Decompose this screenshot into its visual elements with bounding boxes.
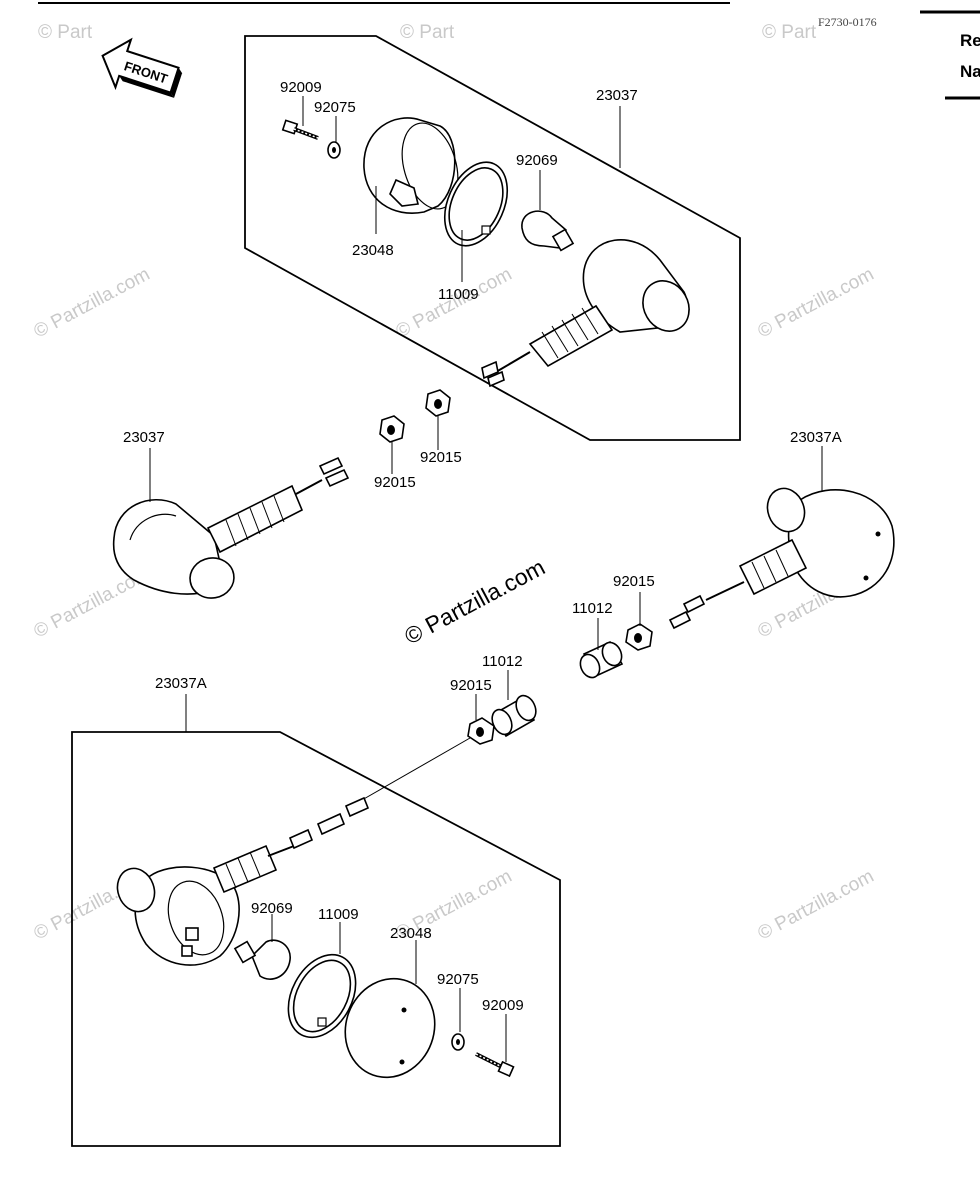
label-bottom-92009: 92009 (482, 997, 524, 1014)
top-washer-hole (332, 147, 336, 153)
mid-nut-92015-b (379, 415, 405, 443)
diagram-code: F2730-0176 (818, 15, 877, 29)
bottom-gasket-11009 (287, 953, 357, 1039)
center-nut-92015 (467, 717, 495, 745)
bottom-screw-92009 (475, 1052, 515, 1078)
label-center-92015: 92015 (450, 677, 492, 694)
bottom-bulb-92069 (233, 939, 291, 980)
bottom-housing-23037A (116, 796, 370, 966)
label-bottom-92075: 92075 (437, 971, 479, 988)
top-assembly-frame (244, 35, 741, 441)
right-nut-92015 (625, 623, 653, 651)
watermark-right-1: © Partzilla.com (754, 264, 877, 343)
top-leaders (302, 96, 621, 282)
right-signal-23037A (668, 487, 895, 630)
right-part-leaders (597, 592, 641, 650)
watermark-top-left: © Part (38, 22, 93, 43)
top-bulb-92069 (521, 210, 575, 252)
watermark-top-right: © Part (762, 22, 817, 43)
label-top-92075: 92075 (314, 99, 356, 116)
label-bottom-23037A: 23037A (155, 675, 207, 692)
watermark-left-1: © Partzilla.com (30, 264, 153, 343)
top-housing-23037 (481, 239, 690, 388)
bottom-lens-23048 (344, 977, 436, 1079)
top-screw-92009 (281, 119, 319, 140)
side-panel-line1: Re (960, 31, 980, 50)
header-rules (38, 2, 980, 100)
mid-nut-92015-a (425, 389, 451, 417)
label-top-92009: 92009 (280, 79, 322, 96)
watermark-right-3: © Partzilla.com (754, 866, 877, 945)
label-mid-92015-b: 92015 (374, 474, 416, 491)
watermark-top-center: © Part (400, 22, 455, 43)
label-mid-23037: 23037 (123, 429, 165, 446)
top-gasket-11009 (443, 161, 509, 247)
bottom-assembly-frame (71, 731, 561, 1147)
label-top-23048: 23048 (352, 242, 394, 259)
bottom-washer-hole (456, 1039, 460, 1045)
right-grommet-11012 (579, 640, 624, 679)
center-grommet-11012 (491, 694, 537, 738)
label-top-11009: 11009 (438, 286, 479, 303)
mid-leaders (391, 416, 439, 474)
top-lens-cover-23048 (363, 117, 459, 214)
label-bottom-23048: 23048 (390, 925, 432, 942)
bottom-wire-leader (361, 737, 471, 801)
label-mid-92015-a: 92015 (420, 449, 462, 466)
center-leaders (475, 670, 509, 720)
label-right-11012: 11012 (572, 600, 613, 617)
watermark-center-1: © Partzilla.com (392, 264, 515, 343)
left-signal-23037 (112, 456, 350, 599)
label-top-23037: 23037 (596, 87, 638, 104)
label-center-11012: 11012 (482, 653, 523, 670)
watermark-main: © Partzilla.com (400, 554, 549, 650)
label-right-23037A: 23037A (790, 429, 842, 446)
front-arrow: FRONT (101, 37, 183, 98)
label-bottom-92069: 92069 (251, 900, 293, 917)
label-bottom-11009: 11009 (318, 906, 359, 923)
label-right-92015: 92015 (613, 573, 655, 590)
label-top-92069: 92069 (516, 152, 558, 169)
side-panel-line2: Nа (960, 62, 980, 81)
